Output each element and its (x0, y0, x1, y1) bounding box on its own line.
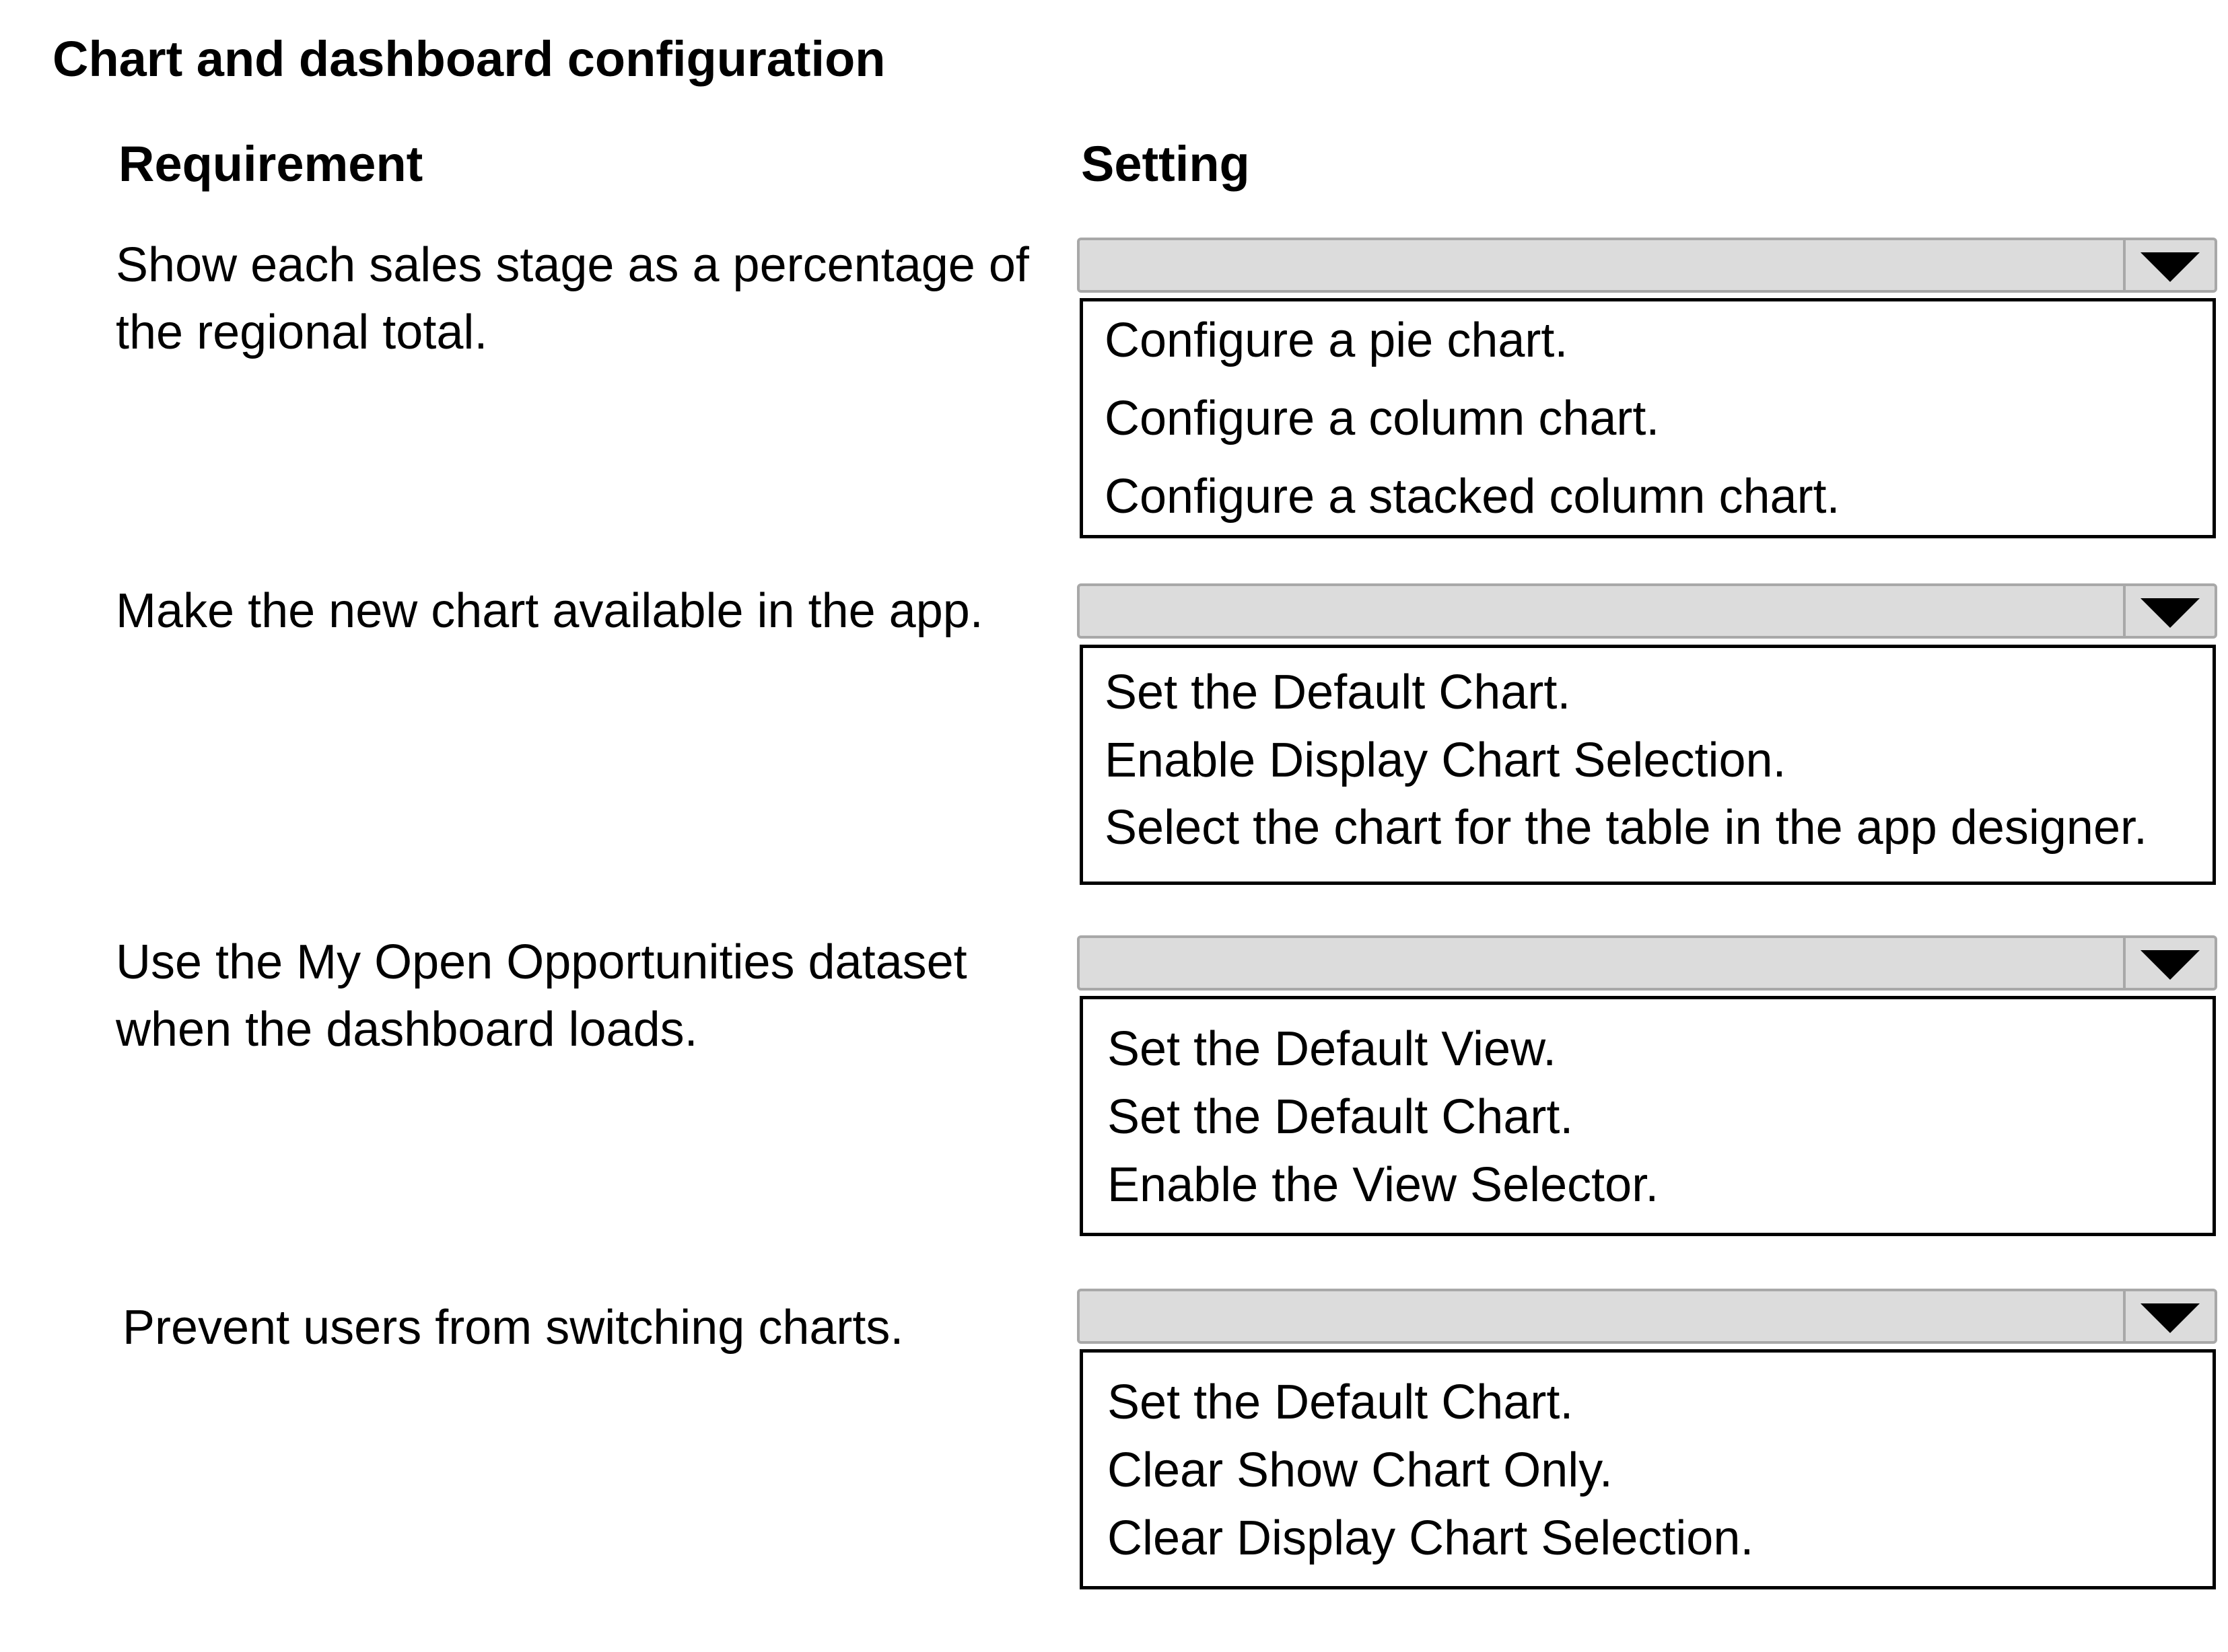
option-item[interactable]: Set the Default View. (1107, 1022, 1557, 1076)
option-item[interactable]: Configure a pie chart. (1105, 314, 1568, 367)
options-list-3: Set the Default View. Set the Default Ch… (1080, 996, 2216, 1236)
option-item[interactable]: Set the Default Chart. (1107, 1375, 1574, 1429)
requirement-row-4: Prevent users from switching charts. (123, 1301, 904, 1355)
option-item[interactable]: Configure a column chart. (1105, 392, 1660, 445)
option-item[interactable]: Select the chart for the table in the ap… (1105, 801, 2148, 855)
dropdown-toggle-button[interactable] (2123, 938, 2215, 988)
setting-column-header: Setting (1081, 136, 1250, 192)
triangle-down-icon (2140, 598, 2200, 628)
options-list-1: Configure a pie chart. Configure a colum… (1080, 298, 2216, 538)
setting-dropdown-2[interactable] (1077, 583, 2217, 639)
requirement-row-1: Show each sales stage as a percentage of… (116, 238, 1029, 359)
option-item[interactable]: Enable the View Selector. (1107, 1158, 1659, 1212)
dropdown-toggle-button[interactable] (2123, 1291, 2215, 1341)
option-item[interactable]: Set the Default Chart. (1105, 666, 1571, 719)
triangle-down-icon (2140, 950, 2200, 980)
option-item[interactable]: Set the Default Chart. (1107, 1090, 1574, 1144)
dropdown-toggle-button[interactable] (2123, 586, 2215, 636)
option-item[interactable]: Enable Display Chart Selection. (1105, 733, 1786, 787)
triangle-down-icon (2140, 1303, 2200, 1333)
setting-dropdown-4[interactable] (1077, 1289, 2217, 1344)
triangle-down-icon (2140, 252, 2200, 282)
option-item[interactable]: Clear Show Chart Only. (1107, 1443, 1613, 1497)
page-title: Chart and dashboard configuration (53, 31, 886, 87)
options-list-2: Set the Default Chart. Enable Display Ch… (1080, 645, 2216, 885)
requirement-row-2: Make the new chart available in the app. (116, 584, 983, 638)
option-item[interactable]: Clear Display Chart Selection. (1107, 1511, 1754, 1565)
setting-dropdown-3[interactable] (1077, 935, 2217, 991)
requirement-row-3: Use the My Open Opportunities dataset wh… (116, 935, 967, 1056)
requirement-column-header: Requirement (118, 136, 423, 192)
option-item[interactable]: Configure a stacked column chart. (1105, 470, 1840, 524)
options-list-4: Set the Default Chart. Clear Show Chart … (1080, 1349, 2216, 1589)
dropdown-toggle-button[interactable] (2123, 240, 2215, 290)
setting-dropdown-1[interactable] (1077, 238, 2217, 293)
